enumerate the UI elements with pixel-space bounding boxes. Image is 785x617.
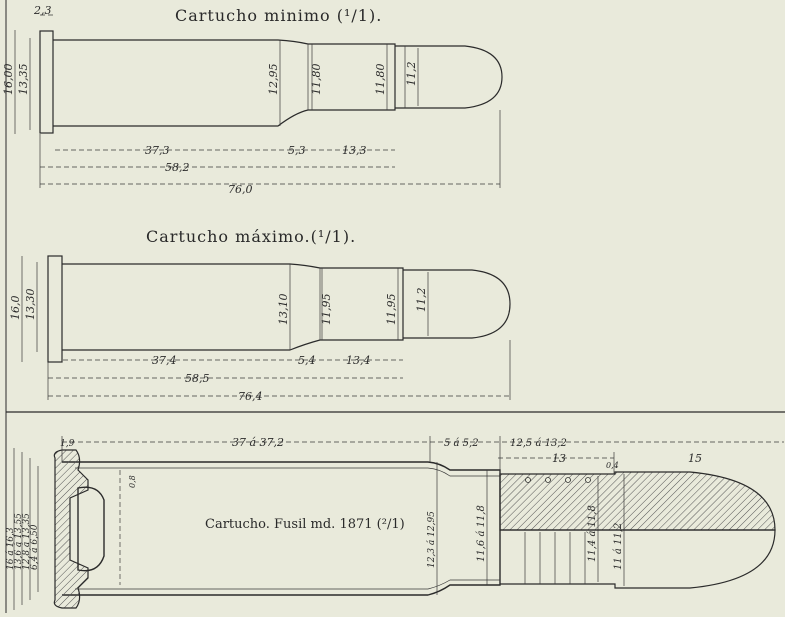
fusil-inner-dim-3: 13,6 á 13,55 — [13, 513, 24, 570]
fusil-bullet-grooves-length: 13 — [552, 452, 566, 465]
maximo-neck-length: 13,4 — [346, 354, 371, 367]
minimo-shoulder-length: 5,3 — [288, 144, 306, 157]
fusil-base-section — [53, 449, 89, 609]
minimo-bullet-diameter: 11,2 — [405, 62, 418, 87]
fusil-bullet-grooves — [524, 477, 591, 584]
fusil-rim-thickness: 1,9 — [60, 439, 75, 449]
maximo-body-length: 37,4 — [152, 354, 177, 367]
minimo-neck-end-diameter: 11,80 — [374, 64, 387, 96]
fusil-neck-length: 12,5 á 13,2 — [510, 438, 567, 449]
maximo-neck-end-diameter: 11,95 — [385, 294, 398, 326]
fusil-bullet-ogive-length: 15 — [688, 452, 702, 465]
maximo-case — [62, 263, 404, 351]
cartucho-maximo-drawing: Cartucho máximo.(¹/1). 16,0 13,30 13,10 … — [9, 227, 511, 403]
minimo-case-length: 58,2 — [165, 161, 190, 174]
maximo-base-diameter: 13,30 — [24, 289, 37, 321]
minimo-neck-start-diameter: 11,80 — [310, 64, 323, 96]
fusil-bullet-step: 0,4 — [606, 461, 619, 470]
fusil-shoulder-length: 5 á 5,2 — [444, 438, 479, 449]
minimo-title: Cartucho minimo (¹/1). — [175, 6, 382, 25]
fusil-bullet-lower — [500, 529, 776, 589]
maximo-title: Cartucho máximo.(¹/1). — [146, 227, 356, 246]
maximo-case-length: 58,5 — [185, 372, 210, 385]
fusil-inner-dim-4: 16 á 16,3 — [5, 527, 16, 570]
maximo-bullet — [403, 269, 511, 339]
cartucho-minimo-drawing: Cartucho minimo (¹/1). 16,00 13,35 12,95… — [2, 4, 503, 196]
cartucho-fusil-drawing: 16 á 16,3 13,6 á 13,55 12,8 á 13,35 6,4 … — [5, 436, 784, 610]
maximo-neck-start-diameter: 11,95 — [320, 294, 333, 326]
minimo-case — [53, 39, 396, 127]
minimo-shoulder-diameter: 12,95 — [267, 64, 280, 96]
minimo-rim — [39, 30, 54, 134]
fusil-inner-dim-2: 12,8 á 13,35 — [21, 513, 32, 570]
maximo-shoulder-length: 5,4 — [298, 354, 316, 367]
fusil-body-length: 37 á 37,2 — [232, 436, 284, 449]
minimo-rim-diameter: 16,00 — [2, 64, 15, 96]
fusil-inner-dim-1: 6,4 á 6,50 — [29, 524, 40, 570]
minimo-total-length: 76,0 — [228, 183, 253, 196]
minimo-rim-thickness: 2,3 — [33, 4, 52, 17]
minimo-base-diameter: 13,35 — [17, 64, 30, 96]
maximo-rim — [47, 255, 63, 363]
maximo-rim-diameter: 16,0 — [9, 296, 22, 321]
fusil-title: Cartucho. Fusil md. 1871 (²/1) — [205, 517, 405, 532]
fusil-primer-anvil — [77, 486, 105, 572]
fusil-primer-mark: 0,8 — [128, 475, 137, 488]
fusil-neck-diameter: 11,6 á 11,8 — [476, 505, 487, 562]
maximo-total-length: 76,4 — [238, 390, 263, 403]
maximo-shoulder-diameter: 13,10 — [277, 294, 290, 326]
minimo-neck-length: 13,3 — [342, 144, 367, 157]
fusil-bullet-diameter-inner: 11,4 á 11,8 — [587, 505, 598, 562]
maximo-bullet-diameter: 11,2 — [415, 288, 428, 313]
fusil-shoulder-diameter: 12,3 á 12,95 — [426, 511, 437, 568]
fusil-bullet-diameter-outer: 11 á 11,2 — [613, 523, 624, 570]
fusil-bullet-section — [499, 471, 776, 531]
minimo-body-length: 37,3 — [145, 144, 170, 157]
minimo-bullet — [395, 45, 503, 109]
